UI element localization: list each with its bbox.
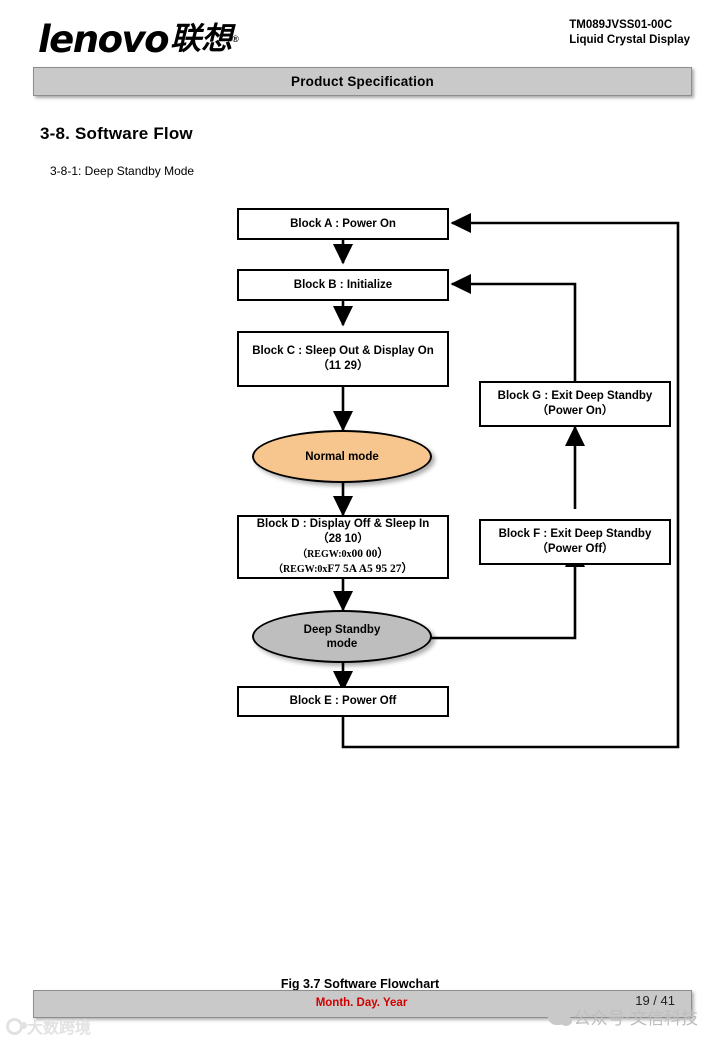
model-identification: TM089JVSS01-00C Liquid Crystal Display: [569, 18, 690, 48]
page-title: Product Specification: [291, 74, 434, 89]
flow-node-block-f[interactable]: Block F : Exit Deep Standby （Power Off）: [479, 519, 671, 565]
footer-date: Month. Day. Year: [315, 997, 408, 1009]
normal-mode-label: Normal mode: [305, 450, 379, 463]
bottom-left-watermark: 大数跨境: [6, 1014, 91, 1038]
block-c-line-2: （11 29）: [317, 360, 369, 372]
flow-node-block-a[interactable]: Block A : Power On: [237, 208, 449, 240]
product-type: Liquid Crystal Display: [569, 34, 690, 46]
block-e-label: Block E : Power Off: [289, 695, 397, 707]
section-subheading: 3-8-1: Deep Standby Mode: [50, 164, 195, 178]
page-number: 19 / 41: [635, 993, 675, 1008]
wechat-watermark: 公众号·文信科技: [547, 1004, 698, 1029]
flowchart-connectors: [332, 212, 680, 749]
block-d-line-1: Block D : Display Off & Sleep In: [256, 518, 430, 530]
flow-node-block-g[interactable]: Block G : Exit Deep Standby （Power On）: [479, 381, 671, 427]
block-b-label: Block B : Initialize: [293, 278, 393, 291]
block-d-reg2-value: F7 5A A5 95 27）: [327, 563, 414, 575]
block-d-reg1-prefix: （REGW:0x: [297, 549, 352, 560]
flow-node-normal-mode[interactable]: Normal mode: [252, 430, 432, 483]
block-d-reg1-value: 00 00）: [351, 548, 389, 560]
bottom-left-watermark-text: 大数跨境: [27, 1018, 92, 1037]
flow-node-deep-standby-mode[interactable]: Deep Standby mode: [252, 610, 432, 663]
logo-cjk-wordmark: 联想: [170, 20, 233, 57]
software-flowchart: Block A : Power On Block B : Initialize …: [0, 195, 720, 991]
model-number: TM089JVSS01-00C: [569, 19, 673, 31]
document-title-bar: Product Specification: [33, 67, 692, 96]
block-a-label: Block A : Power On: [290, 217, 396, 230]
block-g-line-1: Block G : Exit Deep Standby: [497, 390, 653, 402]
wechat-icon: [547, 1008, 572, 1026]
section-heading: 3-8. Software Flow: [40, 124, 193, 143]
watermark-logo-icon: [6, 1017, 27, 1035]
registered-trademark-icon: ®: [232, 34, 239, 44]
footer-bar: [33, 990, 692, 1018]
block-f-line-2: （Power Off）: [536, 543, 614, 555]
deep-standby-line-2: mode: [326, 637, 358, 650]
deep-standby-line-1: Deep Standby: [303, 623, 381, 636]
figure-caption: Fig 3.7 Software Flowchart: [280, 977, 440, 991]
wechat-watermark-text: 公众号·文信科技: [573, 1009, 698, 1029]
flow-node-block-c[interactable]: Block C : Sleep Out & Display On （11 29）: [237, 331, 449, 387]
block-d-reg2-prefix: （REGW:0x: [272, 564, 328, 575]
block-d-line-2: （28 10）: [317, 533, 369, 545]
block-d-register-line-2: （REGW:0xF7 5A A5 95 27）: [273, 562, 413, 577]
flow-node-block-b[interactable]: Block B : Initialize: [237, 269, 449, 301]
block-c-line-1: Block C : Sleep Out & Display On: [252, 345, 434, 357]
flow-node-block-e[interactable]: Block E : Power Off: [237, 686, 449, 717]
block-d-register-line-1: （REGW:0x00 00）: [297, 547, 389, 562]
block-g-line-2: （Power On）: [536, 405, 614, 417]
block-f-line-1: Block F : Exit Deep Standby: [498, 528, 652, 540]
logo-wordmark: lenovo: [38, 17, 170, 61]
flow-node-block-d[interactable]: Block D : Display Off & Sleep In （28 10）…: [237, 515, 449, 579]
